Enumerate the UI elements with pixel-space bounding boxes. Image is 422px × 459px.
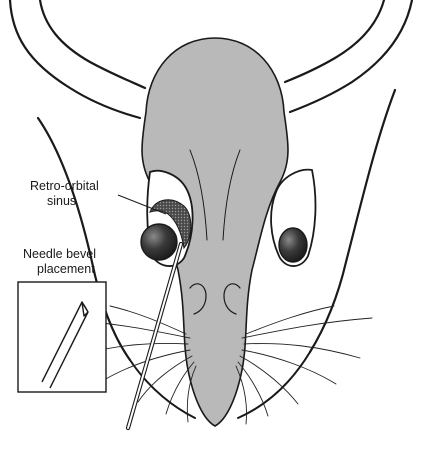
right-whiskers [236, 306, 372, 424]
left-eye [141, 224, 177, 260]
sinus-label-line1: Retro-orbital [30, 179, 99, 193]
inset-label-line1: Needle bevel [23, 247, 96, 261]
sinus-label-line2: sinus [47, 194, 76, 208]
needle [128, 244, 181, 428]
inset-label-line2: placement [37, 262, 95, 276]
right-eye [279, 228, 307, 262]
needle-bevel-inset [18, 282, 106, 392]
left-ear [10, 0, 145, 118]
